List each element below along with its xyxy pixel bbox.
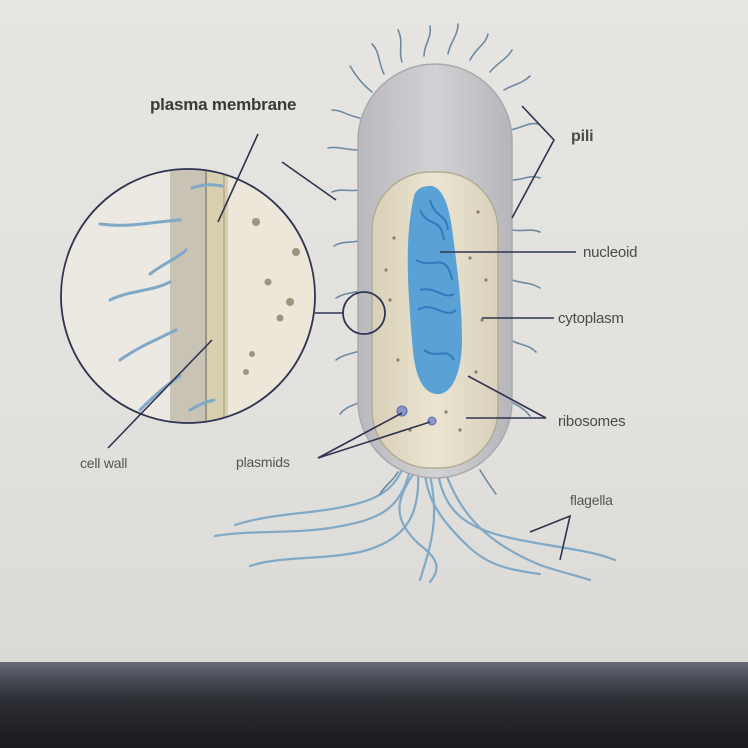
- zoom-circle: [60, 168, 316, 424]
- leader-lines: [107, 105, 576, 561]
- label-plasma-membrane: plasma membrane: [150, 95, 297, 114]
- pili: [327, 23, 541, 495]
- monitor-bezel: [0, 662, 748, 748]
- bacterium-diagram: [60, 23, 617, 584]
- label-pili: pili: [571, 128, 594, 145]
- label-plasmids: plasmids: [236, 454, 290, 470]
- flagella: [213, 468, 617, 584]
- label-cell-wall: cell wall: [80, 455, 128, 471]
- nucleoid: [407, 185, 462, 395]
- label-ribosomes: ribosomes: [558, 413, 626, 430]
- label-nucleoid: nucleoid: [583, 244, 638, 261]
- label-cytoplasm: cytoplasm: [558, 310, 624, 327]
- label-flagella: flagella: [570, 492, 613, 508]
- ribosomes: [384, 210, 488, 432]
